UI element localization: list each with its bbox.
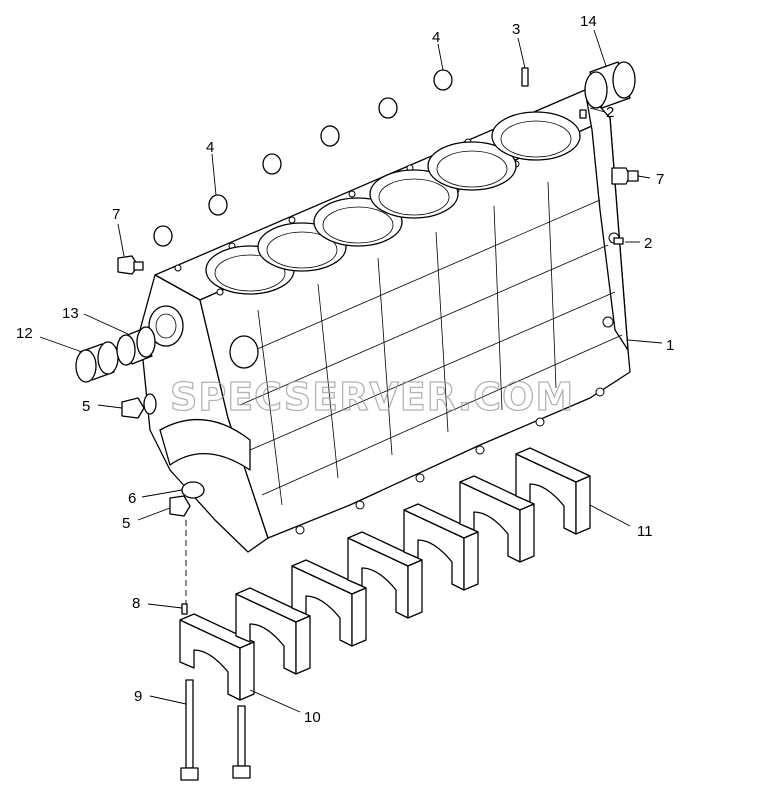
callout-numbers: 1 2 2 3 4 4 5 5 6 7 7 8 9 10 11 12 13 14 — [16, 13, 674, 726]
plug-5-lower — [169, 495, 191, 517]
watermark: SPECSERVER.COM — [170, 375, 574, 419]
callout-5-lower: 5 — [122, 515, 130, 532]
cam-bushing-12 — [75, 341, 119, 383]
main-bearing-bolts — [180, 679, 251, 781]
callout-6: 6 — [128, 490, 136, 507]
callout-7-right: 7 — [656, 171, 664, 188]
seal-ring — [181, 481, 205, 499]
screw-plug-left — [117, 255, 144, 275]
callout-4-lower: 4 — [206, 139, 214, 156]
cam-bushing-13 — [116, 326, 156, 366]
callout-4-upper: 4 — [432, 29, 440, 46]
callout-5-upper: 5 — [82, 398, 90, 415]
leader-lines — [39, 29, 663, 713]
callout-7-left: 7 — [112, 206, 120, 223]
callout-2-lower: 2 — [644, 235, 652, 252]
cam-bushing-rear — [584, 61, 636, 109]
callout-12: 12 — [16, 325, 33, 342]
main-bearing-caps — [179, 447, 591, 701]
plug-5-upper — [121, 393, 157, 419]
screw-plug-right — [611, 167, 639, 185]
callout-1: 1 — [666, 337, 674, 354]
plug-lower — [613, 237, 624, 245]
plug-upper — [579, 109, 587, 119]
callout-9: 9 — [134, 688, 142, 705]
expansion-caps — [153, 69, 453, 247]
callout-11: 11 — [637, 523, 653, 540]
cylinder-block — [139, 89, 631, 553]
callout-13: 13 — [62, 305, 79, 322]
callout-2-upper: 2 — [606, 104, 614, 121]
callout-10: 10 — [304, 709, 321, 726]
callout-14: 14 — [580, 13, 597, 30]
callout-3: 3 — [512, 21, 520, 38]
dowel-8 — [181, 603, 188, 615]
dowel-pin — [521, 67, 529, 87]
cylinder-bores — [205, 111, 581, 295]
callout-8: 8 — [132, 595, 140, 612]
